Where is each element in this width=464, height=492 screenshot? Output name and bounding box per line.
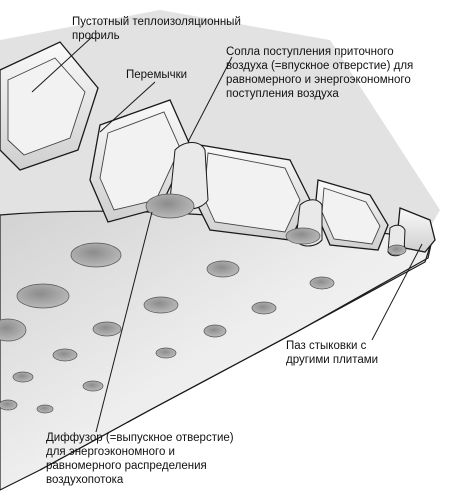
label-hollow-profile: Пустотный теплоизоляционный профиль: [72, 16, 241, 42]
hole: [12, 371, 34, 383]
hole: [309, 276, 335, 290]
plate-edge: [39, 239, 433, 471]
hole: [251, 301, 277, 315]
hole: [0, 318, 27, 342]
hole: [0, 399, 18, 411]
hole: [52, 348, 78, 362]
hole: [145, 193, 195, 219]
hole: [155, 347, 177, 359]
hole: [285, 227, 321, 245]
hole: [387, 244, 407, 256]
leader-groove: [371, 243, 423, 341]
label-nozzles: Сопла поступления приточного воздуха (=в…: [226, 46, 414, 100]
hole: [70, 242, 122, 268]
leader-lines: [31, 36, 423, 433]
plate-holes: [0, 193, 407, 414]
hole: [206, 260, 240, 278]
hole: [203, 324, 227, 338]
hole: [16, 283, 70, 309]
label-diffuser: Диффузор (=выпускное отверстие) для энер…: [46, 432, 234, 486]
leader-nozzles: [187, 56, 233, 143]
leader-bridges: [99, 81, 156, 133]
leader-profile: [31, 36, 93, 93]
hole: [36, 404, 54, 414]
label-joint-groove: Паз стыковки с другими плитами: [286, 340, 379, 366]
hole: [143, 296, 179, 314]
hole: [92, 321, 122, 337]
label-bridges: Перемычки: [126, 69, 188, 81]
leader-diffuser: [95, 211, 153, 433]
hole: [82, 380, 104, 392]
